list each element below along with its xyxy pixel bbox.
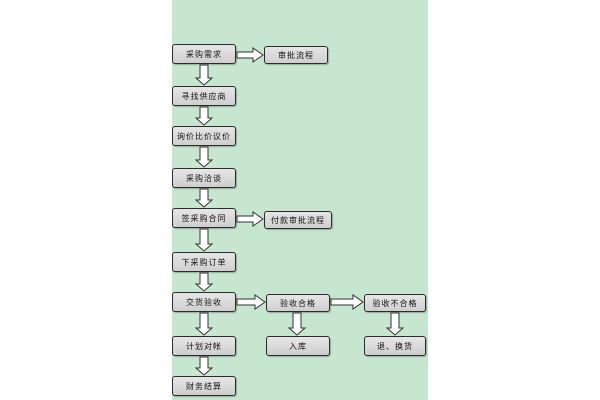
approval-process-box: 审批流程 — [264, 46, 328, 64]
return-exchange-box: 退、换货 — [364, 336, 426, 356]
arrow-to-payment-approval — [236, 211, 264, 227]
step-financial-settlement: 财务结算 — [172, 376, 236, 396]
arrow-down-5 — [194, 228, 214, 252]
inspection-pass-box: 验收合格 — [266, 294, 330, 312]
arrow-to-inspection-fail — [330, 294, 364, 310]
arrow-down-6 — [194, 272, 214, 292]
step-find-supplier: 寻找供应商 — [172, 86, 236, 106]
arrow-down-1 — [194, 64, 214, 86]
step-purchase-demand: 采购需求 — [172, 44, 236, 64]
arrow-down-3 — [194, 146, 214, 168]
step-sign-purchase-contract: 签采购合同 — [172, 208, 236, 228]
step-purchase-negotiation: 采购洽谈 — [172, 168, 236, 188]
arrow-down-4 — [194, 188, 214, 208]
green-background-panel — [172, 0, 428, 400]
step-place-purchase-order: 下采购订单 — [172, 252, 236, 272]
step-delivery-inspection: 交货验收 — [172, 292, 236, 312]
arrow-to-return-exchange — [385, 312, 405, 336]
inspection-fail-box: 验收不合格 — [364, 294, 426, 312]
arrow-to-inspection-pass — [236, 294, 266, 310]
arrow-to-warehouse-in — [287, 312, 307, 336]
step-inquiry-compare-negotiate: 询价比价议价 — [172, 126, 236, 146]
arrow-down-8 — [194, 356, 214, 376]
arrow-down-2 — [194, 106, 214, 126]
payment-approval-process-box: 付款审批流程 — [264, 211, 332, 229]
step-plan-reconciliation: 计划对帐 — [172, 336, 236, 356]
arrow-to-approval-process — [236, 47, 264, 63]
warehouse-in-box: 入库 — [266, 336, 330, 356]
arrow-down-7 — [194, 312, 214, 336]
